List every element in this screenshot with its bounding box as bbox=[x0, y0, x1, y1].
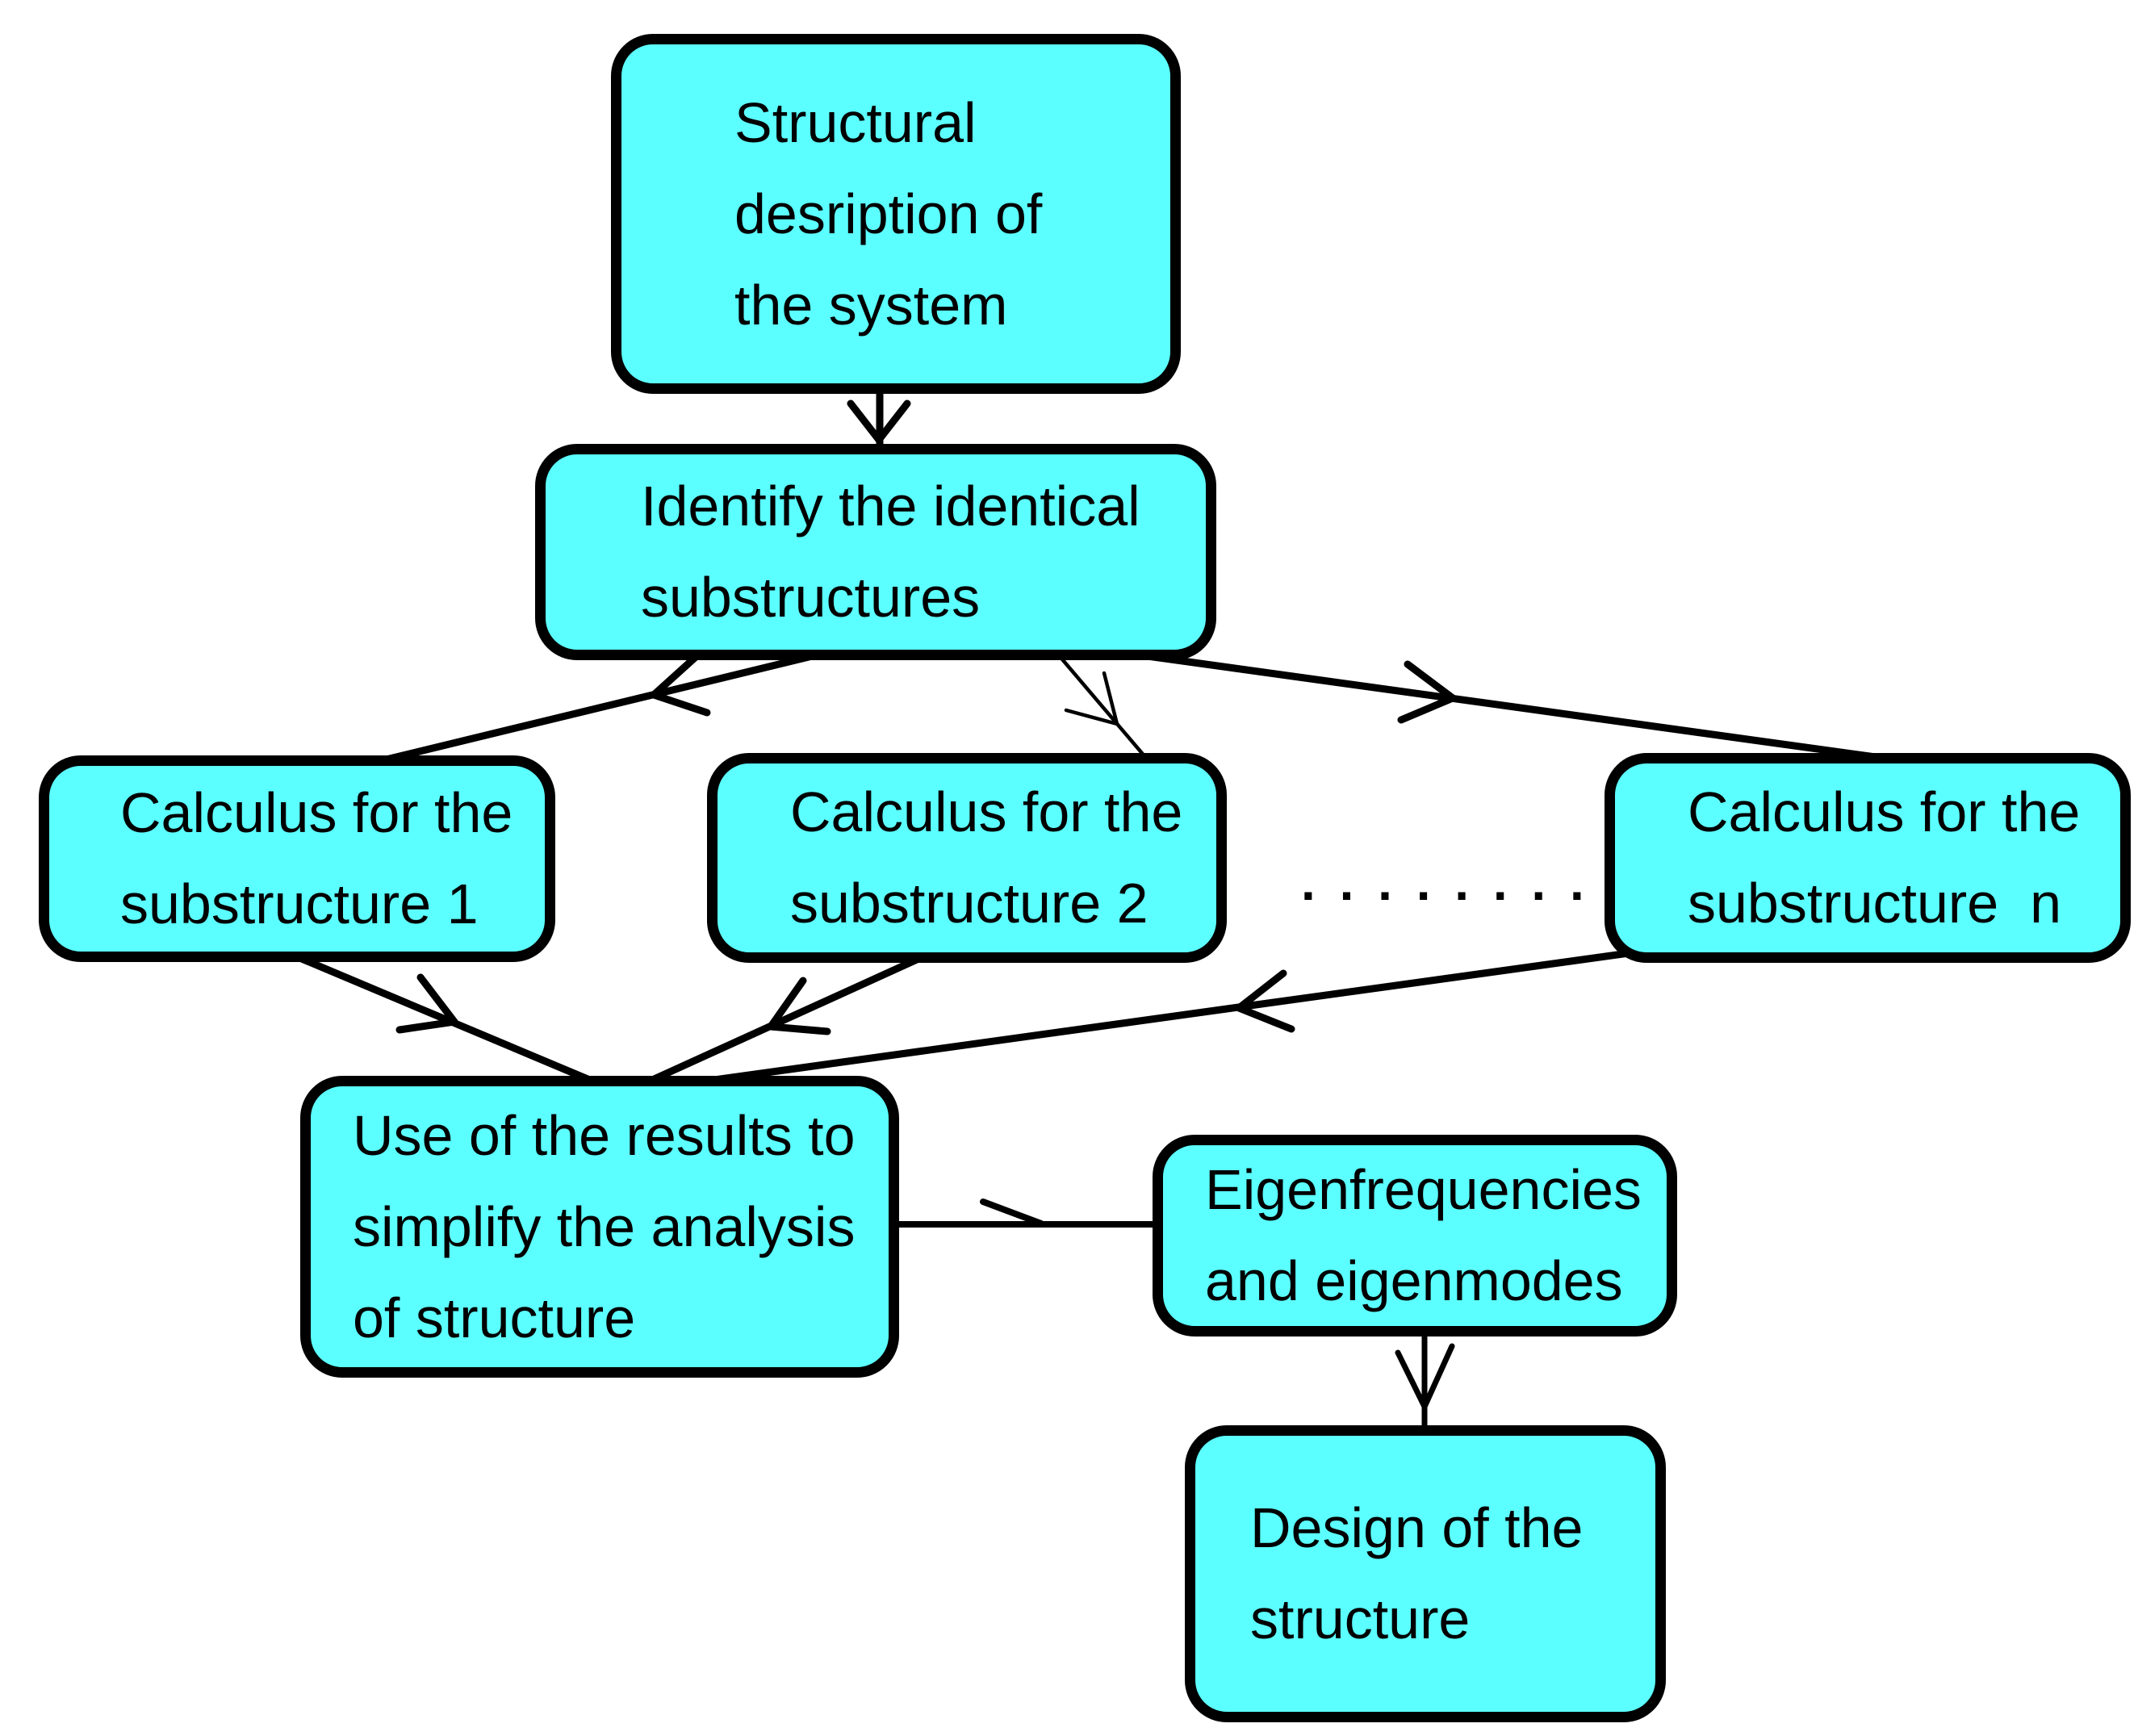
edge-calculus-2-to-use bbox=[609, 947, 940, 1102]
edge-identify-to-calculus-1 bbox=[319, 642, 860, 779]
arrowhead-right-down-icon bbox=[395, 973, 458, 1034]
node-use-results-label: Use of the results to simplify the analy… bbox=[353, 1103, 856, 1349]
arrowhead-down-icon bbox=[1395, 1343, 1455, 1410]
node-calculus-substructure-1: Calculus for the substructure 1 bbox=[39, 755, 555, 962]
node-use-results: Use of the results to simplify the analy… bbox=[300, 1076, 899, 1378]
node-calculus-substructure-2: Calculus for the substructure 2 bbox=[707, 753, 1227, 963]
edge-identify-to-calculus-2 bbox=[1047, 642, 1161, 776]
edge-eigenfrequencies-to-design bbox=[1395, 1320, 1455, 1436]
arrowhead-left-down-icon bbox=[650, 653, 711, 717]
arrowhead-down-icon bbox=[847, 399, 911, 444]
arrowhead-right-barb-icon bbox=[980, 1198, 1044, 1227]
node-eigenfrequencies-label: Eigenfrequencies and eigenmodes bbox=[1205, 1158, 1642, 1312]
edge-line bbox=[1047, 642, 1161, 776]
node-calculus-substructure-n: Calculus for the substructure n bbox=[1605, 753, 2131, 963]
node-structural-description-label: Structural desription of the system bbox=[734, 90, 1043, 337]
node-identify-substructures: Identify the identical substructures bbox=[535, 444, 1216, 660]
node-calculus-substructure-n-label: Calculus for the substructure n bbox=[1688, 780, 2081, 935]
node-calculus-substructure-2-label: Calculus for the substructure 2 bbox=[790, 780, 1183, 935]
edge-line bbox=[1126, 650, 1909, 765]
arrowhead-left-icon bbox=[1235, 969, 1295, 1033]
edge-line bbox=[611, 947, 1651, 1098]
edge-line bbox=[319, 642, 860, 779]
node-identify-substructures-label: Identify the identical substructures bbox=[641, 475, 1140, 629]
node-design-structure: Design of the structure bbox=[1185, 1425, 1666, 1722]
edge-calculus-n-to-use bbox=[611, 947, 1651, 1098]
node-design-structure-label: Design of the structure bbox=[1250, 1496, 1584, 1650]
arrowhead-right-icon bbox=[1397, 660, 1457, 724]
arrowhead-down-icon bbox=[1064, 671, 1119, 726]
node-calculus-substructure-1-label: Calculus for the substructure 1 bbox=[120, 781, 513, 935]
edge-use-to-eigenfrequencies bbox=[885, 1198, 1165, 1228]
edge-identify-to-calculus-n bbox=[1126, 650, 1909, 765]
node-structural-description: Structural desription of the system bbox=[611, 34, 1181, 394]
ellipsis-dots: . . . . . . . . bbox=[1301, 853, 1589, 911]
node-eigenfrequencies: Eigenfrequencies and eigenmodes bbox=[1153, 1135, 1677, 1337]
edge-calculus-1-to-use bbox=[278, 947, 632, 1100]
arrowhead-left-down-icon bbox=[767, 977, 831, 1035]
